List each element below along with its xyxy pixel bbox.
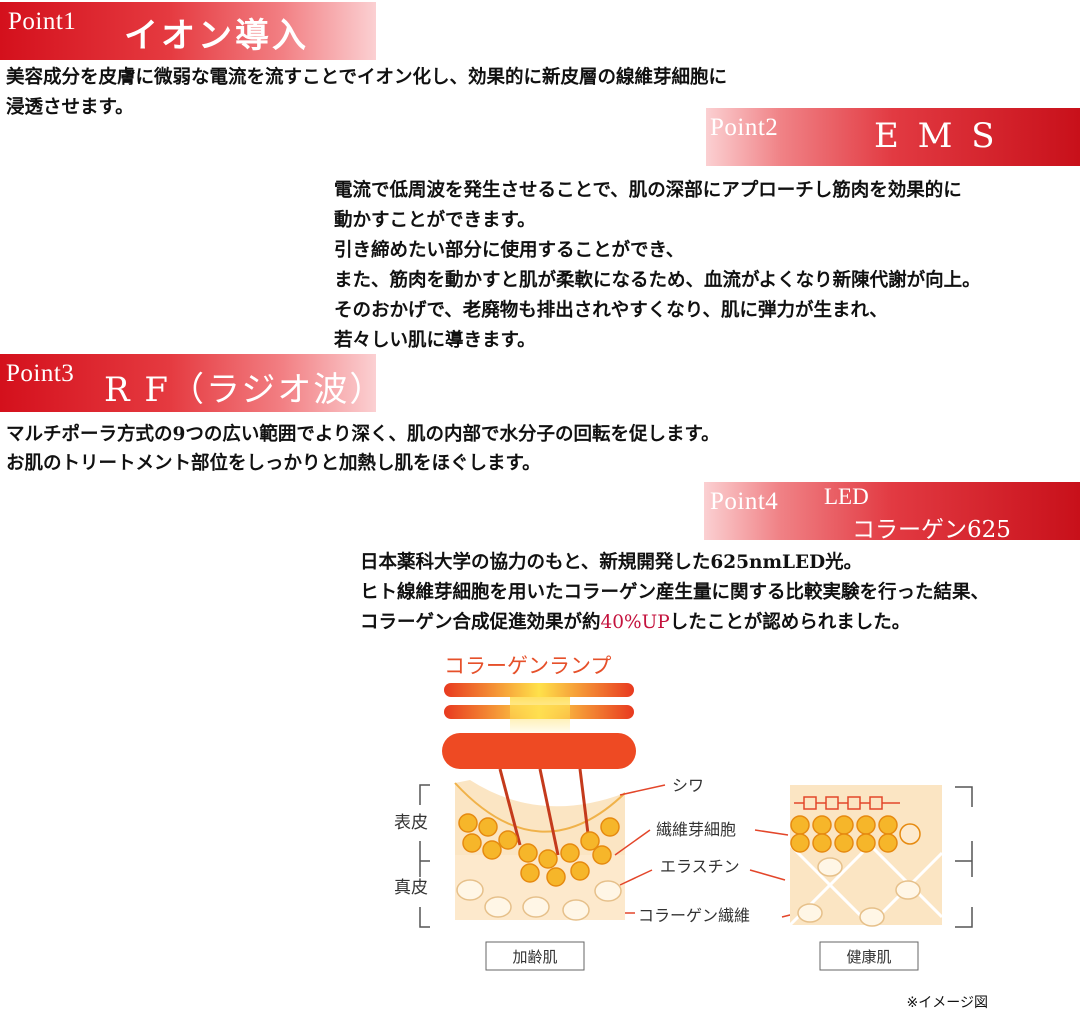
point2-text-line: また、筋肉を動かすと肌が柔軟になるため、血流がよくなり新陳代謝が向上。: [334, 270, 981, 291]
point1-label: Point1: [8, 8, 77, 35]
collagen-diagram: コラーゲンランプ 表皮 真皮 シワ 繊維芽細胞 エラスチン コラーゲン繊維: [394, 654, 973, 971]
point1-title: イオン導入: [124, 16, 309, 56]
point1-text: 美容成分を皮膚に微弱な電流を流すことでイオン化し、効果的に新皮層の線維芽細胞に …: [6, 63, 727, 123]
point2-title: E M S: [874, 116, 999, 156]
healthy-skin-caption-box: [819, 941, 919, 971]
point4-text-line3-after: したことが認められました。: [669, 612, 911, 633]
collagen-fiber-label: コラーゲン繊維: [638, 906, 750, 925]
point4-title-led: LED: [824, 484, 869, 509]
point2-label: Point2: [710, 114, 779, 141]
point2-text-line: 若々しい肌に導きます。: [334, 330, 536, 351]
callout-line: [749, 869, 786, 881]
point3-title: R F（ラジオ波）: [104, 370, 376, 410]
epidermis-label: 表皮: [394, 813, 428, 833]
aged-dermis-cells: [456, 879, 622, 921]
point2-text: 電流で低周波を発生させることで、肌の深部にアプローチし筋肉を効果的に 動かすこと…: [334, 176, 981, 356]
wrinkle-curve: [454, 782, 626, 833]
light-ray: [538, 768, 560, 856]
callout-line: [619, 784, 666, 796]
point4-text: 日本薬科大学の協力のもと、新規開発した625nmLED光。 ヒト線維芽細胞を用い…: [360, 548, 989, 638]
point3-text: マルチポーラ方式の9つの広い範囲でより深く、肌の内部で水分子の回転を促します。 …: [6, 420, 720, 478]
point2-text-line: 動かすことができます。: [334, 210, 536, 231]
elastin-label: エラスチン: [660, 857, 740, 876]
healthy-cell-large: [899, 823, 921, 845]
point1-text-line: 美容成分を皮膚に微弱な電流を流すことでイオン化し、効果的に新皮層の線維芽細胞に: [6, 67, 727, 88]
point4-title-collagen: コラーゲン625: [852, 517, 1011, 540]
wrinkle-label: シワ: [672, 776, 704, 795]
healthy-skin-caption: 健康肌: [846, 948, 891, 966]
aged-fibroblast-cells: [458, 813, 620, 887]
point4-banner: Point4 LED コラーゲン625: [704, 482, 1080, 540]
lamp-label: コラーゲンランプ: [444, 654, 611, 678]
healthy-elastin-chain: [794, 796, 900, 810]
dermis-label: 真皮: [394, 878, 428, 898]
point4-text-line: 日本薬科大学の協力のもと、新規開発した625nmLED光。: [360, 552, 863, 573]
point1-banner: Point1 イオン導入: [0, 2, 376, 60]
healthy-fibroblast-cells: [790, 815, 898, 853]
callout-line: [614, 829, 651, 856]
left-bracket: [419, 784, 430, 928]
right-bracket: [955, 786, 973, 928]
lamp-glow: [510, 697, 570, 737]
callout-line: [754, 829, 789, 836]
point2-text-line: 引き締めたい部分に使用することができ、: [334, 240, 685, 261]
healthy-dermis-cells: [797, 857, 921, 927]
point2-banner: Point2 E M S: [706, 108, 1080, 166]
aged-skin-caption: 加齢肌: [512, 948, 557, 966]
point4-highlight: 40%UP: [600, 612, 670, 633]
lamp-main: [442, 733, 636, 769]
point4-label: Point4: [710, 488, 779, 515]
point4-text-line: コラーゲン合成促進効果が約40%UPしたことが認められました。: [360, 608, 989, 638]
point3-text-line: お肌のトリートメント部位をしっかりと加熱し肌をほぐします。: [6, 453, 541, 474]
point4-text-line3-before: コラーゲン合成促進効果が約: [360, 612, 601, 633]
lamp-bar: [444, 683, 634, 697]
callout-line: [619, 869, 653, 886]
point2-text-line: そのおかげで、老廃物も排出されやすくなり、肌に弾力が生まれ、: [334, 300, 888, 321]
point3-text-line: マルチポーラ方式の9つの広い範囲でより深く、肌の内部で水分子の回転を促します。: [6, 424, 720, 445]
light-ray: [498, 768, 522, 846]
aged-skin-caption-box: [485, 941, 585, 971]
point3-label: Point3: [6, 360, 75, 387]
point1-text-line: 浸透させます。: [6, 97, 134, 118]
point4-text-line: ヒト線維芽細胞を用いたコラーゲン産生量に関する比較実験を行った結果、: [360, 582, 990, 603]
fibroblast-label: 繊維芽細胞: [656, 820, 736, 839]
image-note: ※イメージ図: [906, 995, 988, 1011]
point3-banner: Point3 R F（ラジオ波）: [0, 354, 376, 412]
point2-text-line: 電流で低周波を発生させることで、肌の深部にアプローチし筋肉を効果的に: [334, 180, 962, 201]
